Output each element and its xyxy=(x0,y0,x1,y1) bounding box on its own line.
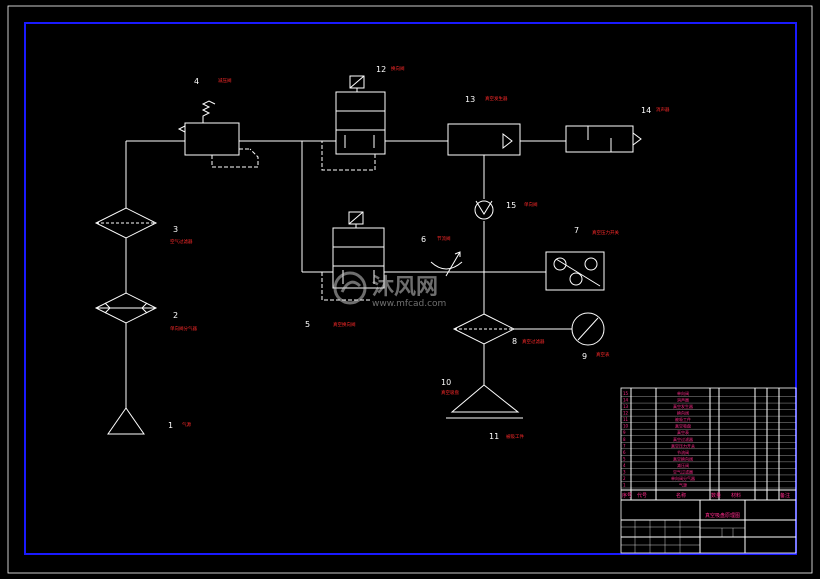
parts-list-name: 气源 xyxy=(679,482,687,488)
component-number-12: 12 xyxy=(376,65,386,74)
component-label-3: 空气过滤器 xyxy=(170,238,193,245)
title-block-header-qty: 数量 xyxy=(711,492,721,499)
vacuum-gauge-symbol xyxy=(571,312,605,346)
parts-list-name: 真空表 xyxy=(677,429,689,435)
component-number-1: 1 xyxy=(168,421,173,430)
component-label-2: 单向阀分气器 xyxy=(170,325,197,332)
parts-list-number: 11 xyxy=(623,417,629,422)
directional-valve-12-symbol xyxy=(321,75,386,171)
component-label-10: 真空吸盘 xyxy=(441,389,459,396)
parts-list-name: 真空压力开关 xyxy=(671,442,695,448)
component-number-7: 7 xyxy=(574,226,579,235)
component-number-3: 3 xyxy=(173,225,178,234)
title-block-header-seq: 序号 xyxy=(622,492,632,499)
parts-list-number: 2 xyxy=(623,476,626,481)
component-label-6: 节流阀 xyxy=(437,235,451,242)
component-label-11: 被吸工件 xyxy=(506,433,524,440)
parts-list-number: 7 xyxy=(623,443,626,448)
vacuum-filter-symbol xyxy=(452,313,516,345)
parts-list-name: 真空过滤器 xyxy=(673,436,693,442)
parts-list-name: 真空吸盘 xyxy=(675,423,691,429)
parts-list-name: 减压阀 xyxy=(677,462,689,468)
component-label-1: 气源 xyxy=(182,421,191,428)
pressure-reducing-valve-symbol xyxy=(177,100,259,168)
vacuum-generator-symbol xyxy=(447,123,521,156)
parts-list-name: 单向阀 xyxy=(677,390,689,396)
drawing-title: 真空吸盘原理图 xyxy=(705,512,740,519)
parts-list-number: 13 xyxy=(623,404,629,409)
component-number-13: 13 xyxy=(465,95,475,104)
filter-symbol-3 xyxy=(94,207,158,239)
component-number-10: 10 xyxy=(441,378,451,387)
parts-list-name: 消声器 xyxy=(677,397,689,403)
component-label-7: 真空压力开关 xyxy=(592,229,619,236)
component-number-15: 15 xyxy=(506,201,516,210)
parts-list-number: 9 xyxy=(623,430,626,435)
air-source-symbol xyxy=(107,407,145,435)
parts-list-number: 14 xyxy=(623,398,629,403)
component-label-9: 真空表 xyxy=(596,351,610,358)
watermark-logo-icon xyxy=(333,271,367,305)
component-label-13: 真空发生器 xyxy=(485,95,508,102)
parts-list-number: 3 xyxy=(623,469,626,474)
component-number-5: 5 xyxy=(305,320,310,329)
component-number-9: 9 xyxy=(582,352,587,361)
component-number-6: 6 xyxy=(421,235,426,244)
outer-frame xyxy=(7,5,813,574)
watermark-url: www.mfcad.com xyxy=(372,299,446,309)
parts-list-name: 真空发生器 xyxy=(673,403,693,409)
parts-list-number: 5 xyxy=(623,456,626,461)
title-block-header-name: 名称 xyxy=(676,492,686,499)
parts-list-name: 换向阀 xyxy=(677,410,689,416)
component-label-5: 真空换向阀 xyxy=(333,321,356,328)
check-valve-symbol xyxy=(474,200,494,220)
component-label-4: 减压阀 xyxy=(218,77,232,84)
parts-list-name: 被吸工件 xyxy=(675,416,691,422)
filter-symbol-2 xyxy=(94,292,158,324)
parts-list-name: 真空换向阀 xyxy=(673,455,693,461)
parts-list-number: 10 xyxy=(623,424,629,429)
vacuum-directional-valve-5-symbol xyxy=(321,211,385,301)
pipe-lines xyxy=(125,140,572,408)
suction-cup-symbol xyxy=(446,384,523,419)
component-label-15: 单向阀 xyxy=(524,201,538,208)
parts-list-name: 单向阀分气器 xyxy=(671,475,695,481)
component-label-8: 真空过滤器 xyxy=(522,338,545,345)
parts-list-number: 15 xyxy=(623,391,629,396)
component-number-2: 2 xyxy=(173,311,178,320)
component-number-11: 11 xyxy=(489,432,499,441)
parts-list-number: 4 xyxy=(623,463,626,468)
throttle-valve-symbol xyxy=(430,251,463,277)
watermark-text: 沐风网 xyxy=(372,275,438,300)
silencer-symbol xyxy=(565,125,642,153)
parts-list-name: 空气过滤器 xyxy=(673,468,693,474)
watermark: 沐风网 www.mfcad.com xyxy=(333,271,446,309)
parts-list-number: 6 xyxy=(623,450,626,455)
parts-list-number: 12 xyxy=(623,411,629,416)
title-block-header-code: 代号 xyxy=(637,492,647,499)
component-number-14: 14 xyxy=(641,106,651,115)
parts-list-name: 节流阀 xyxy=(677,449,689,455)
component-label-14: 消声器 xyxy=(656,106,670,113)
vacuum-pressure-switch-symbol xyxy=(545,251,605,291)
title-block-header-material: 材料 xyxy=(731,492,741,499)
component-number-8: 8 xyxy=(512,337,517,346)
inner-frame xyxy=(24,22,797,555)
component-label-12: 换向阀 xyxy=(391,65,405,72)
parts-list-number: 1 xyxy=(623,483,626,488)
component-number-4: 4 xyxy=(194,77,199,86)
parts-list-number: 8 xyxy=(623,437,626,442)
title-block-header-remark: 备注 xyxy=(780,492,790,499)
